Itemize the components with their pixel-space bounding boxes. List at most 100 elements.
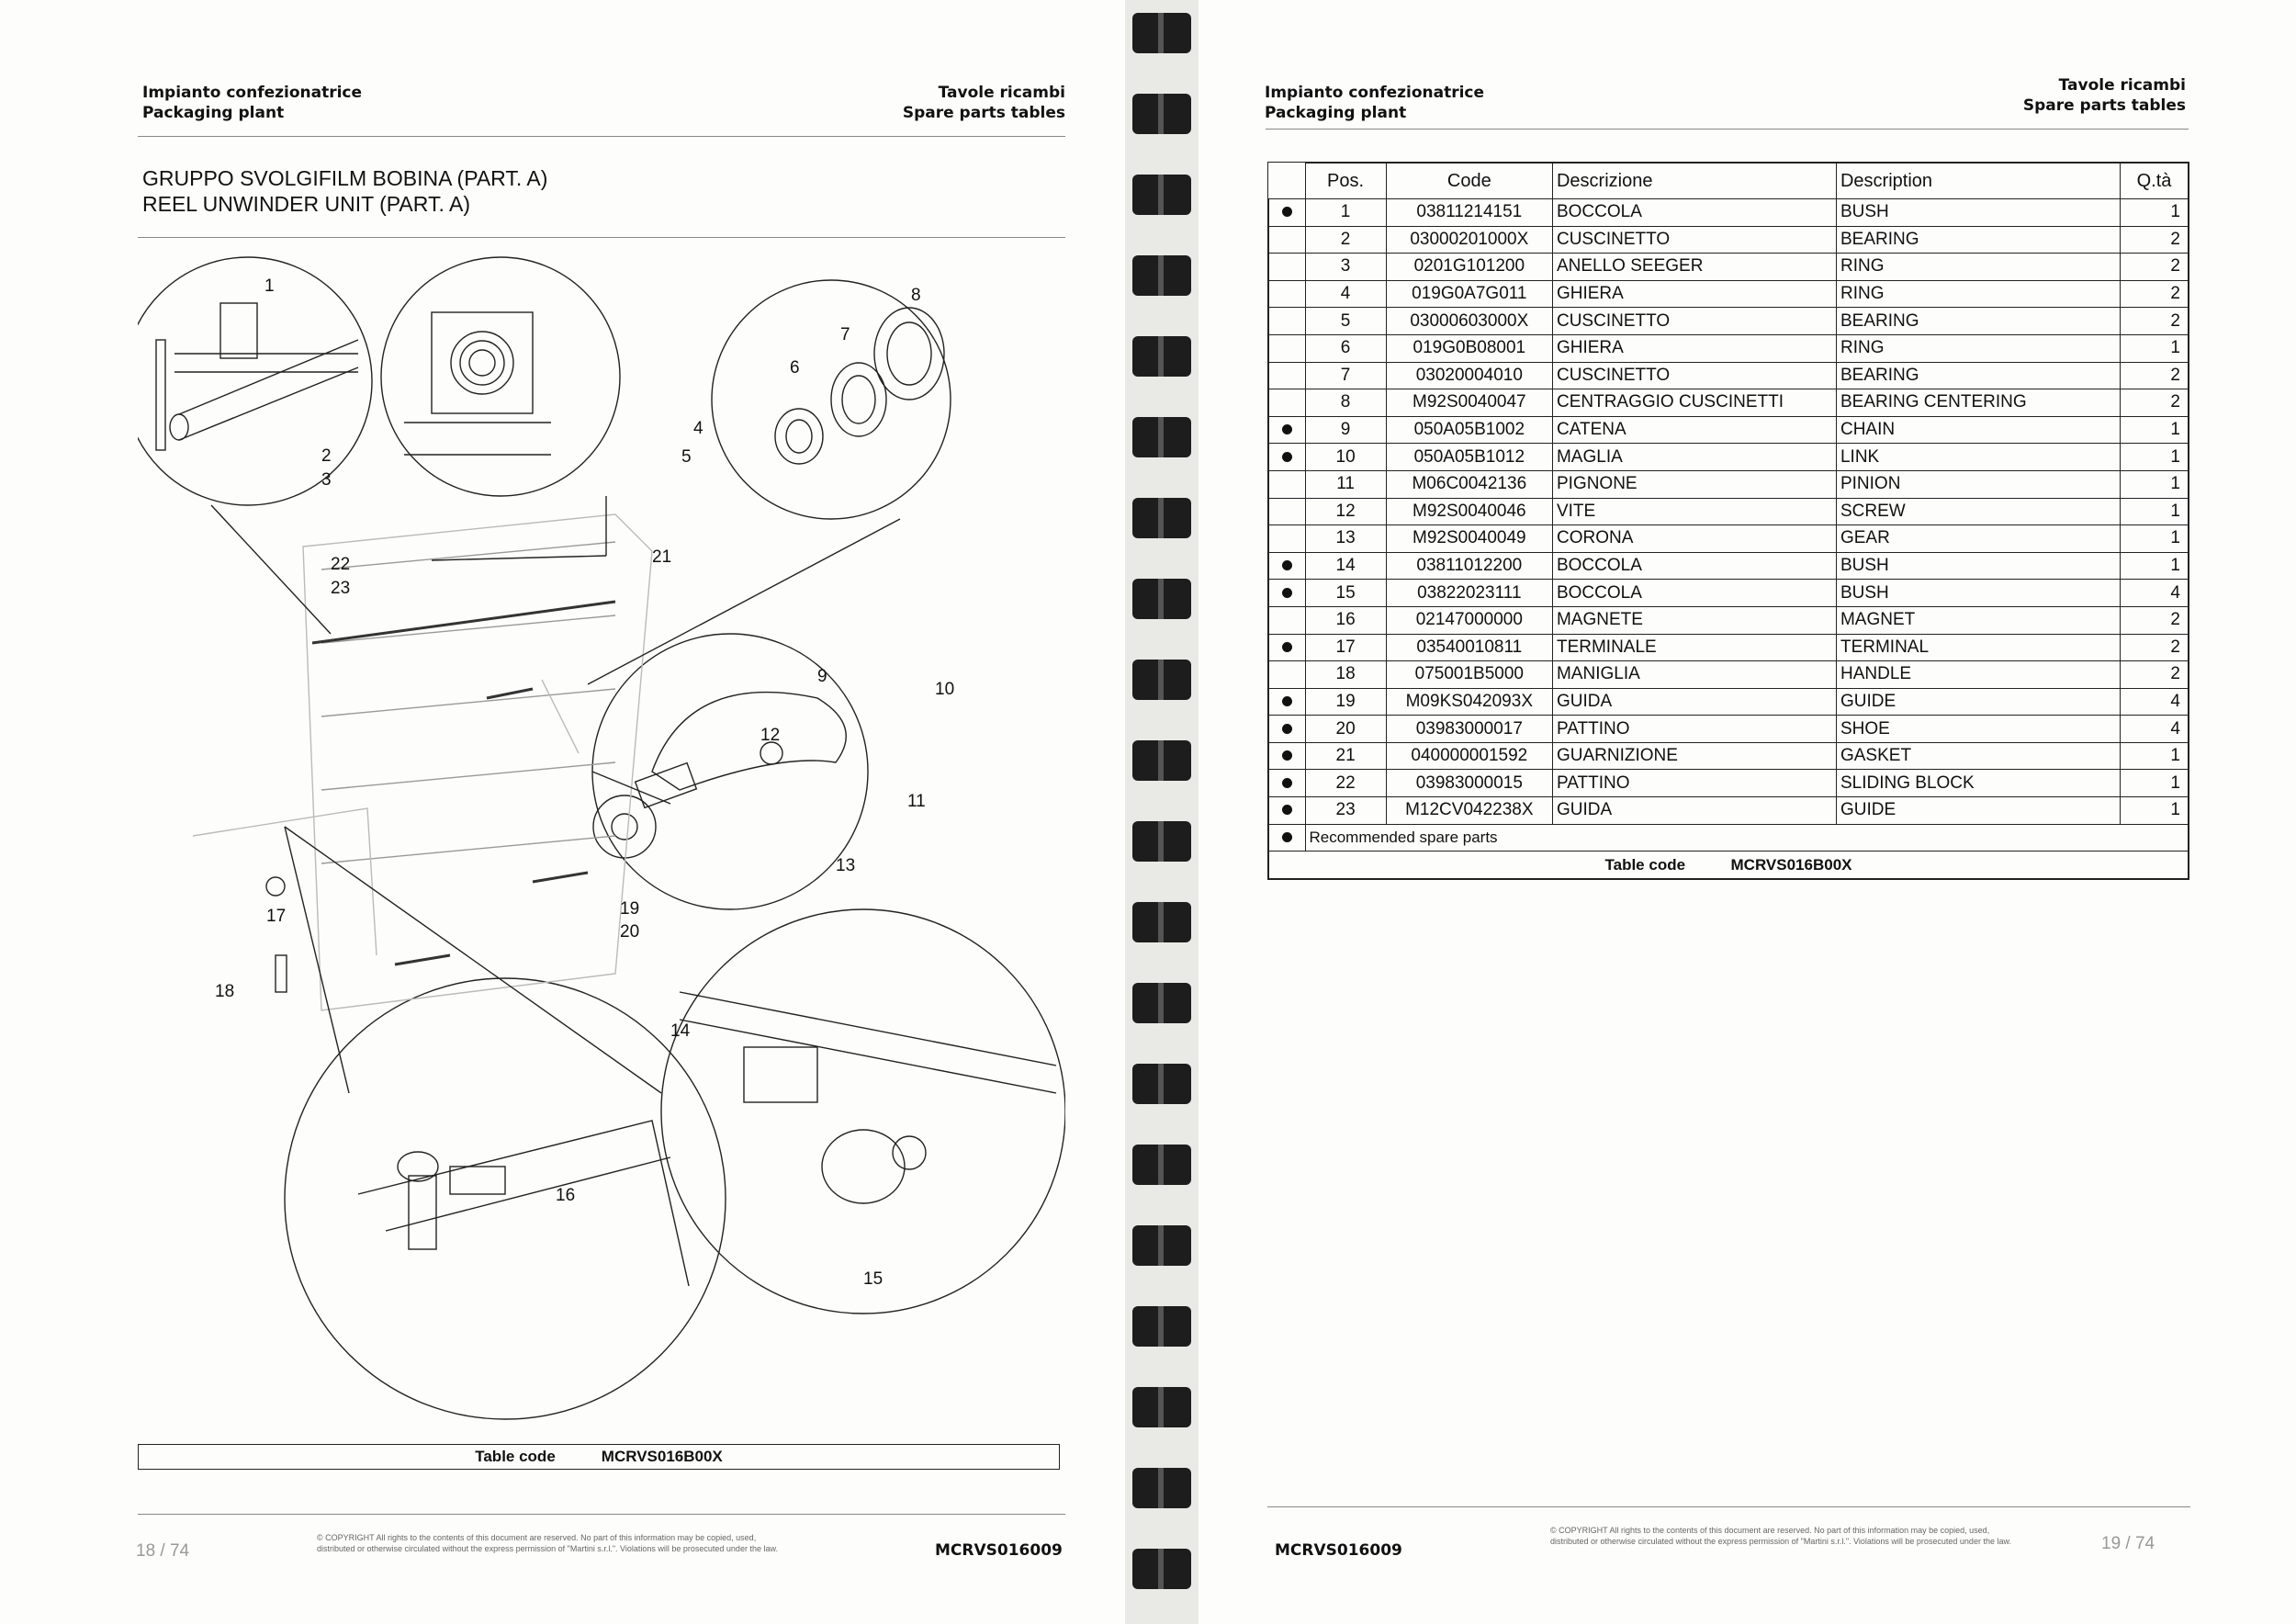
cell-desc-en: MAGNET <box>1835 605 2121 635</box>
binding-coil <box>1132 498 1191 538</box>
cell-desc-it: PATTINO <box>1551 715 1837 743</box>
callout-2: 2 <box>321 446 332 466</box>
recommended-marker-cell <box>1268 443 1306 471</box>
legend-text: Recommended spare parts <box>1304 823 2189 852</box>
callout-23: 23 <box>331 579 350 598</box>
recommended-marker-cell <box>1268 687 1306 716</box>
binding-coil <box>1132 175 1191 215</box>
recommended-marker-cell <box>1268 307 1306 335</box>
detail-circle-magnet <box>284 977 726 1420</box>
cell-code: 03811214151 <box>1385 198 1553 227</box>
recommended-marker-cell <box>1268 497 1306 526</box>
cell-code: 03540010811 <box>1385 633 1553 662</box>
binding-coil <box>1132 1468 1191 1508</box>
cell-qty: 2 <box>2119 225 2189 254</box>
cell-desc-en: BUSH <box>1835 551 2121 581</box>
callout-20: 20 <box>620 922 639 942</box>
cell-desc-it: ANELLO SEEGER <box>1551 253 1837 281</box>
cell-pos: 14 <box>1304 551 1387 581</box>
callout-15: 15 <box>863 1269 883 1289</box>
callout-3: 3 <box>321 470 332 490</box>
recommended-marker-cell <box>1268 333 1306 363</box>
cell-desc-it: BOCCOLA <box>1551 198 1837 227</box>
cell-desc-it: GHIERA <box>1551 279 1837 309</box>
cell-desc-it: CENTRAGGIO CUSCINETTI <box>1551 389 1837 417</box>
recommended-dot-icon <box>1281 805 1292 816</box>
callout-12: 12 <box>760 726 780 745</box>
table-code-value: MCRVS016B00X <box>601 1448 723 1465</box>
callout-22: 22 <box>331 555 350 574</box>
cell-desc-en: SHOE <box>1835 715 2121 743</box>
recommended-marker-cell <box>1268 660 1306 689</box>
cell-qty: 2 <box>2119 660 2189 689</box>
recommended-marker-cell <box>1268 579 1306 607</box>
binding-coil <box>1132 1306 1191 1347</box>
recommended-dot-icon <box>1281 777 1292 788</box>
cell-code: 050A05B1002 <box>1385 415 1553 445</box>
cell-desc-en: HANDLE <box>1835 660 2121 689</box>
cell-code: 03000603000X <box>1385 307 1553 335</box>
recommended-dot-icon <box>1281 207 1292 218</box>
callout-8: 8 <box>911 286 921 305</box>
copyright-notice-right: © COPYRIGHT All rights to the contents o… <box>1550 1526 2011 1546</box>
header-line: Packaging plant <box>142 104 285 122</box>
header-line: Tavole ricambi <box>938 84 1065 102</box>
document-code: MCRVS016009 <box>935 1541 1063 1560</box>
binding-coil <box>1132 983 1191 1023</box>
cell-qty: 1 <box>2119 333 2189 363</box>
legend-row: Recommended spare parts <box>1268 823 2189 852</box>
cell-pos: 7 <box>1304 361 1387 390</box>
recommended-marker-cell <box>1268 361 1306 390</box>
cell-desc-en: RING <box>1835 253 2121 281</box>
cell-desc-en: BEARING <box>1835 307 2121 335</box>
recommended-dot-icon <box>1281 587 1292 598</box>
binding-coil <box>1132 336 1191 377</box>
callout-21: 21 <box>652 547 671 567</box>
binding-coil <box>1132 660 1191 700</box>
cell-pos: 10 <box>1304 443 1387 471</box>
column-header-code: Code <box>1385 163 1553 199</box>
cell-qty: 2 <box>2119 605 2189 635</box>
cell-desc-en: CHAIN <box>1835 415 2121 445</box>
cell-desc-en: GUIDE <box>1835 687 2121 716</box>
cell-desc-en: GEAR <box>1835 524 2121 553</box>
cell-desc-en: GUIDE <box>1835 796 2121 825</box>
cell-code: 03983000015 <box>1385 769 1553 798</box>
cell-code: M12CV042238X <box>1385 796 1553 825</box>
binding-coil <box>1132 1225 1191 1266</box>
cell-desc-it: MAGNETE <box>1551 605 1837 635</box>
callout-16: 16 <box>556 1186 575 1205</box>
cell-pos: 17 <box>1304 633 1387 662</box>
recommended-dot-icon <box>1281 831 1292 842</box>
header-line: Spare parts tables <box>2022 96 2186 115</box>
cell-desc-it: CORONA <box>1551 524 1837 553</box>
cell-code: 019G0B08001 <box>1385 333 1553 363</box>
cell-qty: 1 <box>2119 551 2189 581</box>
cell-qty: 4 <box>2119 579 2189 607</box>
recommended-marker-cell <box>1268 389 1306 417</box>
binding-coil <box>1132 821 1191 862</box>
cell-pos: 6 <box>1304 333 1387 363</box>
cell-code: M92S0040047 <box>1385 389 1553 417</box>
header-marker <box>1268 163 1306 199</box>
detail-circle-bearing <box>380 256 621 497</box>
callout-4: 4 <box>693 419 703 438</box>
cell-desc-it: CATENA <box>1551 415 1837 445</box>
cell-pos: 5 <box>1304 307 1387 335</box>
cell-desc-it: CUSCINETTO <box>1551 361 1837 390</box>
cell-desc-it: VITE <box>1551 497 1837 526</box>
cell-pos: 3 <box>1304 253 1387 281</box>
cell-desc-en: GASKET <box>1835 741 2121 771</box>
footer-divider <box>138 1514 1065 1515</box>
column-header-pos: Pos. <box>1304 163 1387 199</box>
callout-9: 9 <box>817 667 827 686</box>
cell-pos: 16 <box>1304 605 1387 635</box>
